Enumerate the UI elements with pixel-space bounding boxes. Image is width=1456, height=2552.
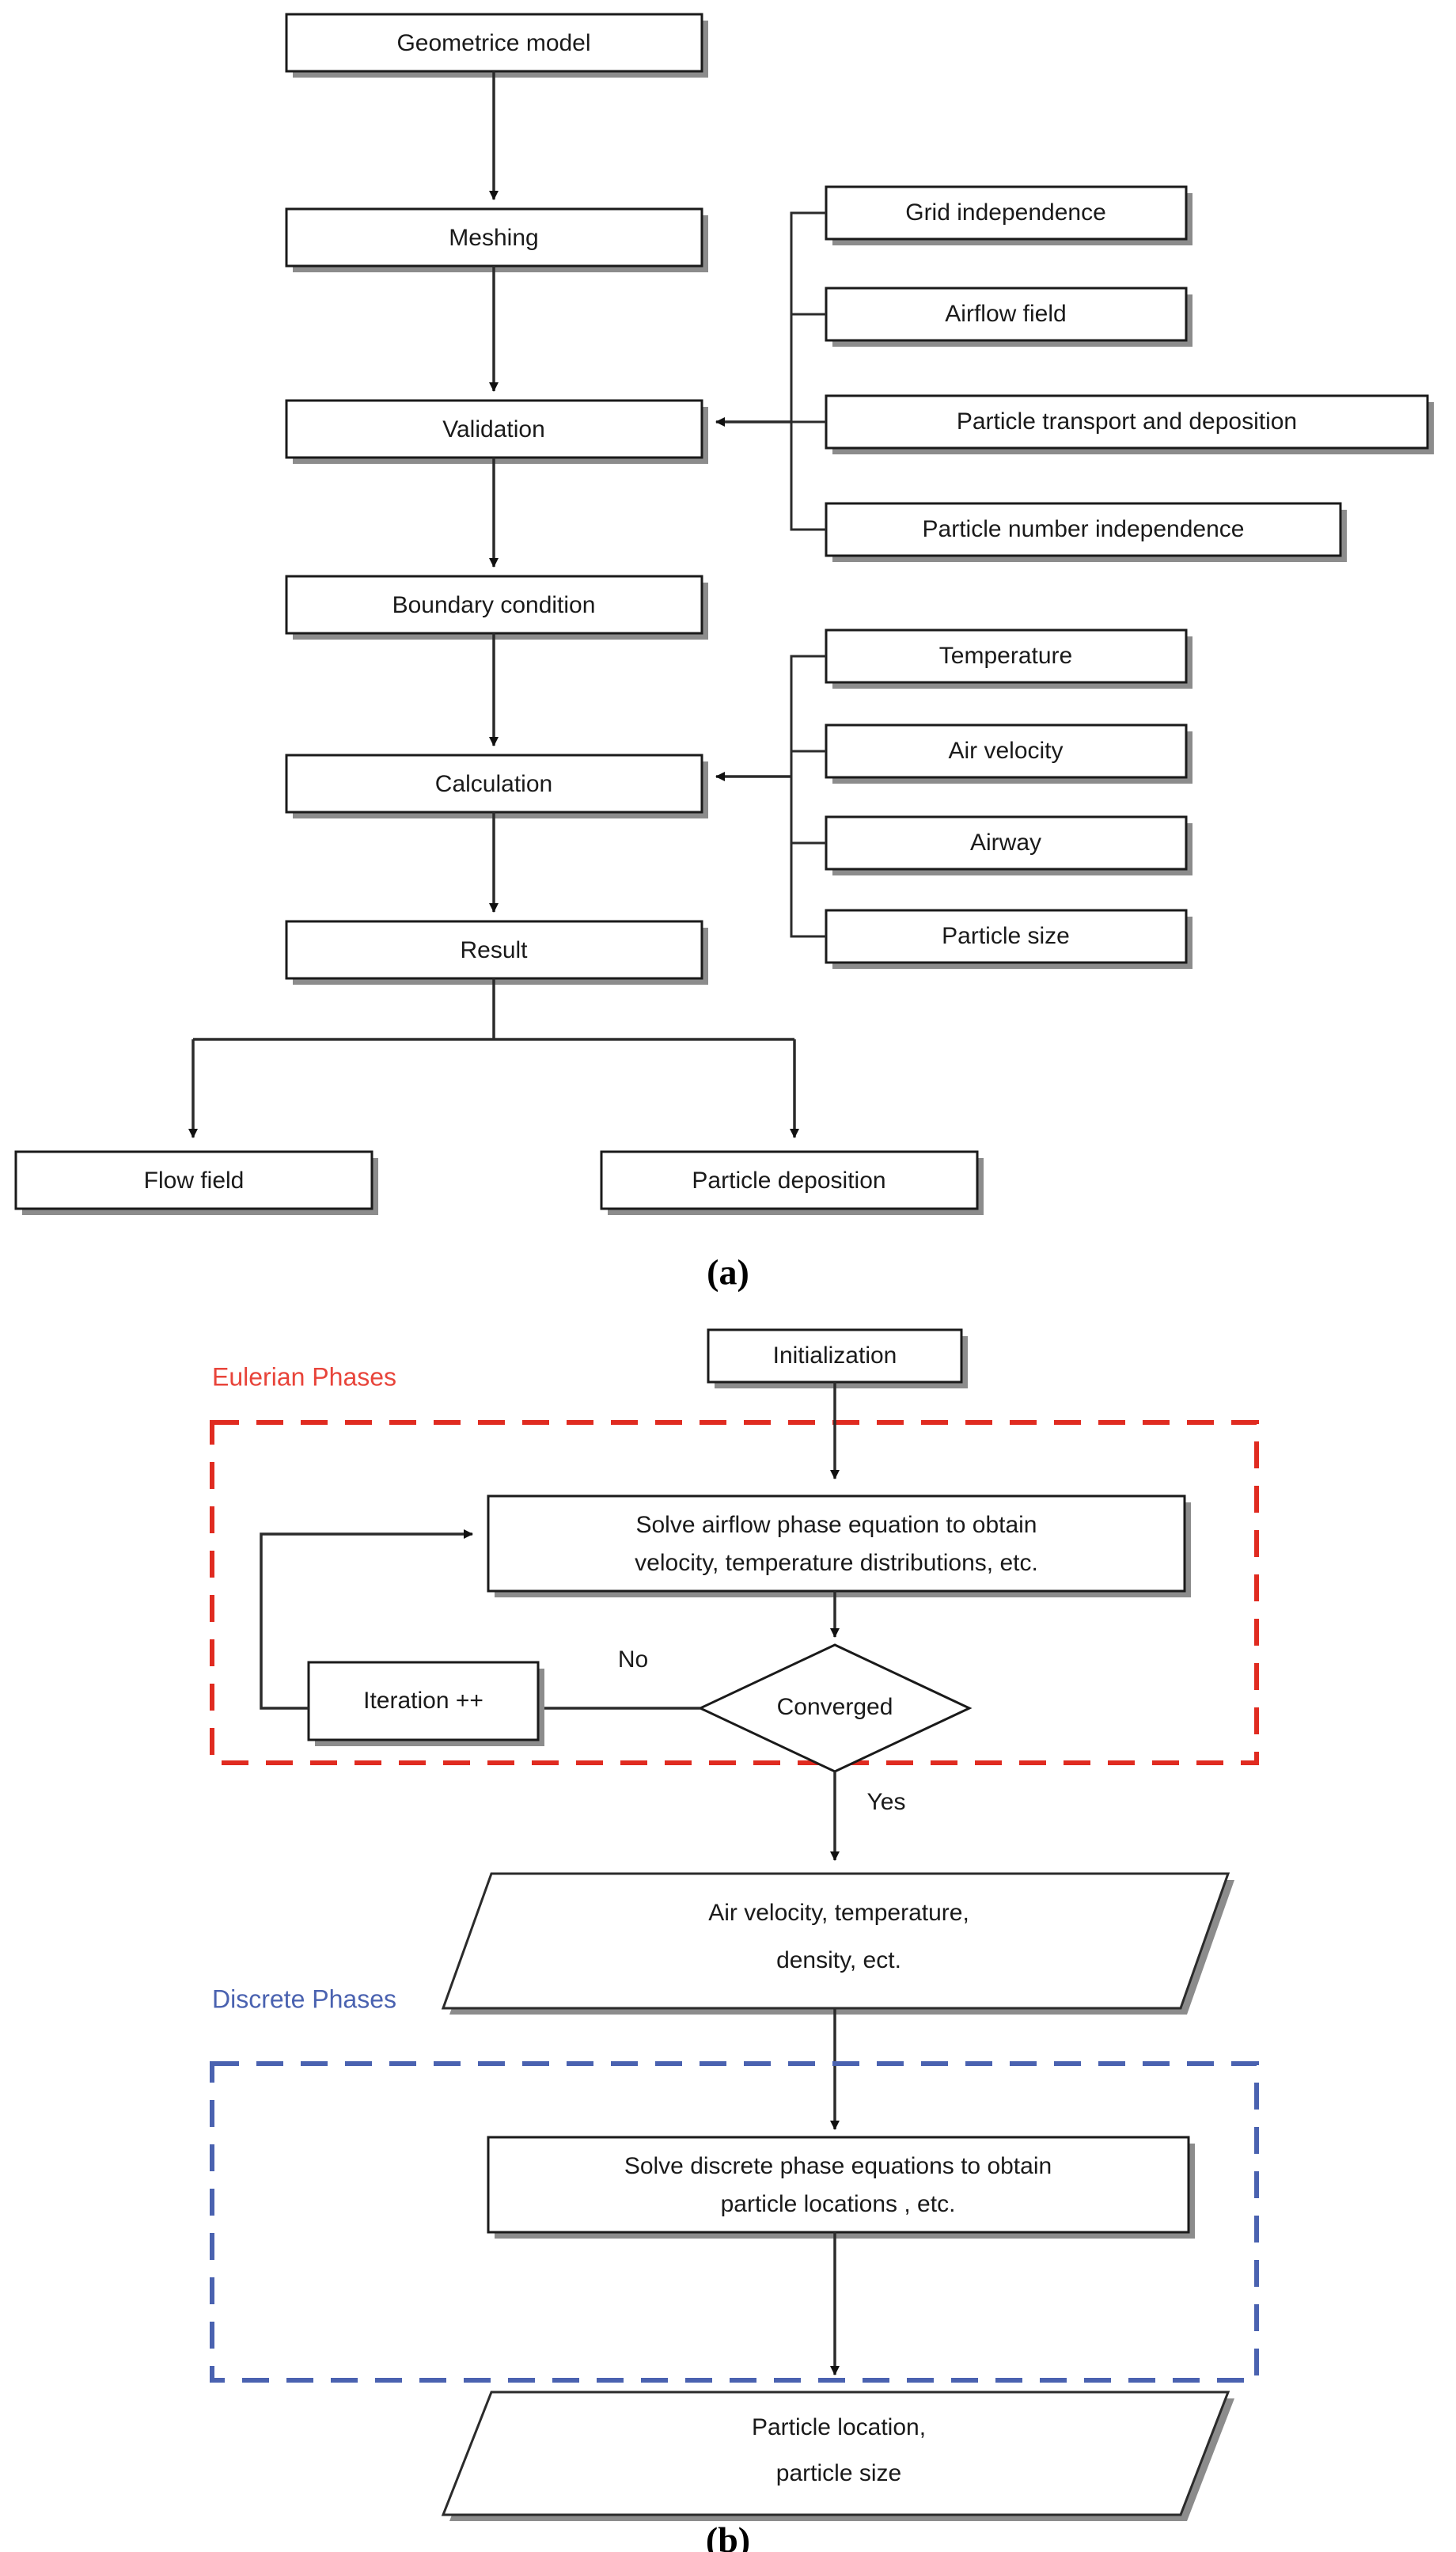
node-particle-deposition[interactable]: Particle deposition xyxy=(600,1150,984,1215)
node-grid-independence[interactable]: Grid independence xyxy=(825,185,1192,245)
node-converged-decision[interactable]: Converged xyxy=(697,1643,973,1773)
node-label-grid-independence: Grid independence xyxy=(905,199,1106,226)
node-label-air-output-line2: density, ect. xyxy=(776,1947,901,1973)
node-label-initialization: Initialization xyxy=(773,1342,897,1369)
node-airflow-field[interactable]: Airflow field xyxy=(825,287,1192,347)
node-result[interactable]: Result xyxy=(285,920,708,985)
node-label-validation: Validation xyxy=(442,416,545,442)
node-label-air-velocity: Air velocity xyxy=(948,738,1063,764)
node-label-solve-airflow-line1: Solve airflow phase equation to obtain xyxy=(635,1512,1037,1538)
node-label-airflow-field: Airflow field xyxy=(945,301,1066,327)
edge-label-no: No xyxy=(618,1646,648,1673)
panel-caption-b: (b) xyxy=(705,2520,751,2552)
node-label-flow-field: Flow field xyxy=(144,1168,245,1194)
node-label-boundary-condition: Boundary condition xyxy=(392,592,596,618)
node-solve-airflow-equation[interactable]: Solve airflow phase equation to obtain v… xyxy=(487,1494,1191,1597)
node-label-air-output-line1: Air velocity, temperature, xyxy=(708,1900,969,1926)
node-solve-discrete-equations[interactable]: Solve discrete phase equations to obtain… xyxy=(487,2136,1195,2239)
node-air-output-parallelogram[interactable]: Air velocity, temperature, density, ect. xyxy=(441,1872,1234,2015)
node-label-solve-airflow-line2: velocity, temperature distributions, etc… xyxy=(635,1550,1038,1576)
group-eulerian-phases-box xyxy=(210,1420,1259,1765)
node-label-temperature: Temperature xyxy=(939,643,1072,669)
node-label-particle-output-line1: Particle location, xyxy=(752,2414,926,2440)
node-initialization[interactable]: Initialization xyxy=(707,1328,968,1388)
node-meshing[interactable]: Meshing xyxy=(285,207,708,272)
node-label-calculation: Calculation xyxy=(435,771,552,797)
node-label-converged: Converged xyxy=(777,1694,893,1720)
node-particle-output-parallelogram[interactable]: Particle location, particle size xyxy=(441,2391,1234,2521)
node-air-velocity[interactable]: Air velocity xyxy=(825,723,1192,784)
node-label-result: Result xyxy=(460,937,528,963)
bracket-validation-inputs xyxy=(715,211,826,531)
split-result-outputs xyxy=(188,978,799,1138)
node-label-solve-discrete-line1: Solve discrete phase equations to obtain xyxy=(624,2153,1052,2179)
node-geometrice-model[interactable]: Geometrice model xyxy=(285,13,708,78)
node-calculation[interactable]: Calculation xyxy=(285,754,708,818)
node-label-particle-size: Particle size xyxy=(942,923,1070,949)
node-label-airway: Airway xyxy=(970,830,1041,856)
node-particle-number-independence[interactable]: Particle number independence xyxy=(825,502,1347,562)
node-label-particle-deposition: Particle deposition xyxy=(692,1168,885,1194)
node-label-iteration: Iteration ++ xyxy=(363,1688,483,1714)
node-particle-size[interactable]: Particle size xyxy=(825,909,1192,969)
node-flow-field[interactable]: Flow field xyxy=(14,1150,378,1215)
panel-caption-a: (a) xyxy=(707,1252,749,1293)
node-temperature[interactable]: Temperature xyxy=(825,629,1192,689)
node-label-particle-transport-and-deposition: Particle transport and deposition xyxy=(957,408,1297,435)
node-iteration-increment[interactable]: Iteration ++ xyxy=(307,1661,544,1746)
node-label-particle-number-independence: Particle number independence xyxy=(923,516,1245,542)
group-label-eulerian-phases: Eulerian Phases xyxy=(212,1362,396,1391)
node-label-meshing: Meshing xyxy=(449,225,538,251)
node-particle-transport-and-deposition[interactable]: Particle transport and deposition xyxy=(825,394,1434,454)
node-validation[interactable]: Validation xyxy=(285,399,708,464)
loop-iteration-to-solve-airflow xyxy=(260,1529,473,1710)
group-label-discrete-phases: Discrete Phases xyxy=(212,1984,396,2013)
node-label-particle-output-line2: particle size xyxy=(776,2460,901,2486)
group-discrete-phases-box xyxy=(210,2061,1259,2383)
node-label-geometrice-model: Geometrice model xyxy=(396,30,590,56)
node-boundary-condition[interactable]: Boundary condition xyxy=(285,575,708,640)
node-airway[interactable]: Airway xyxy=(825,815,1192,875)
bracket-calculation-inputs xyxy=(715,655,826,938)
edge-label-yes: Yes xyxy=(867,1789,906,1815)
node-label-solve-discrete-line2: particle locations , etc. xyxy=(721,2191,956,2217)
